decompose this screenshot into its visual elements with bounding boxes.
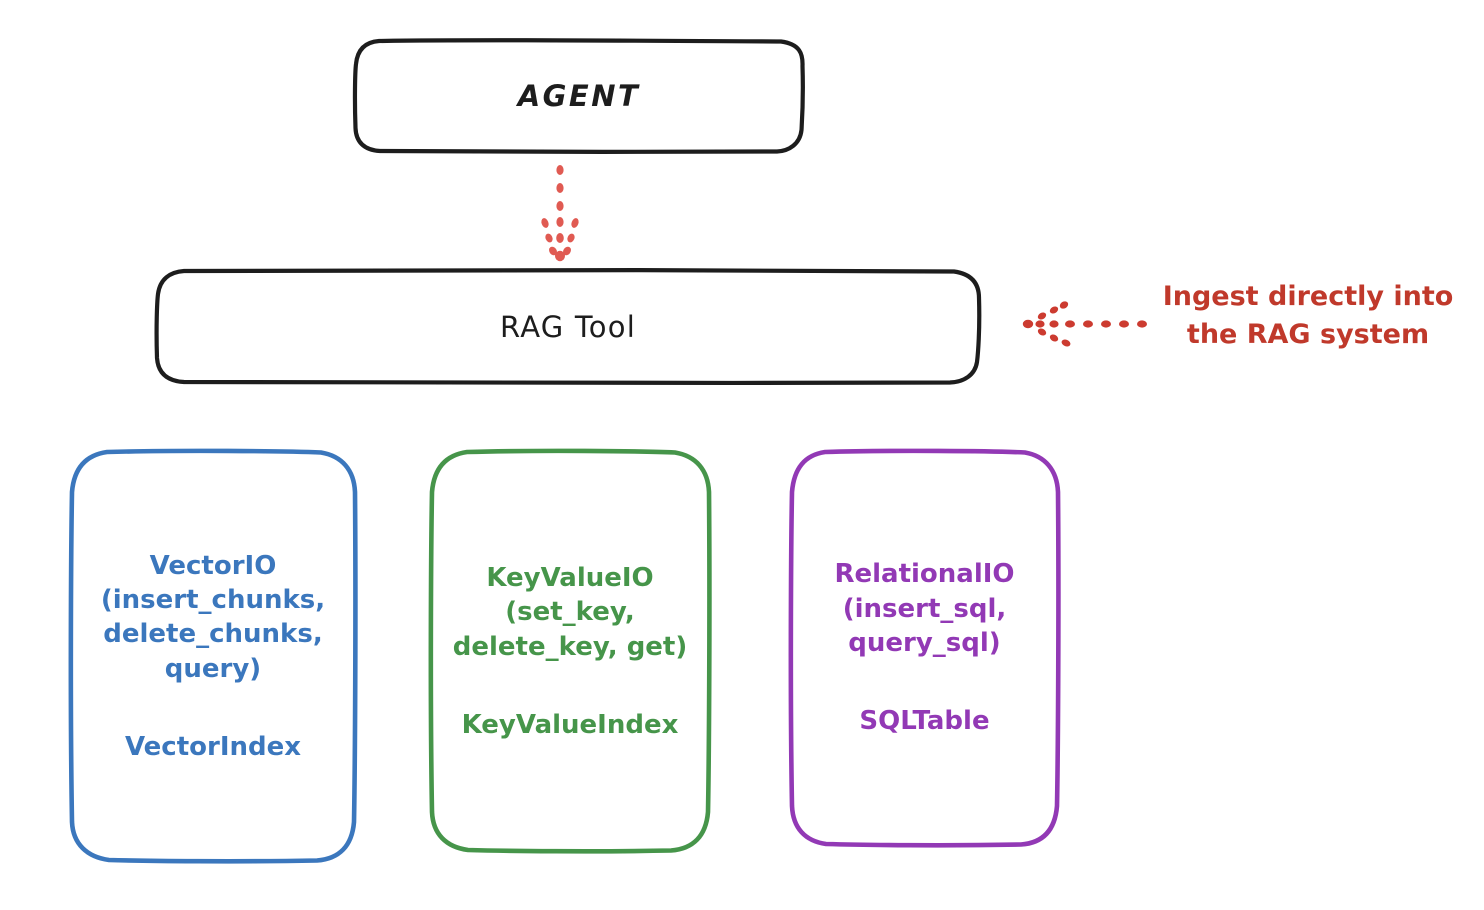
ingest-annotation-line-2: the RAG system bbox=[1186, 319, 1430, 351]
keyvalueio-node[interactable]: KeyValueIO (set_key, delete_key, get) Ke… bbox=[427, 448, 713, 855]
vectorio-index-label: VectorIndex bbox=[124, 731, 302, 762]
ingest-annotation: Ingest directly into the RAG system bbox=[1148, 278, 1468, 355]
vectorio-api-line-1: VectorIO bbox=[149, 550, 277, 581]
keyvalueio-index-label: KeyValueIndex bbox=[461, 709, 679, 740]
keyvalueio-api-line-1: KeyValueIO bbox=[486, 562, 654, 593]
relationalio-api-block: RelationalIO (insert_sql, query_sql) bbox=[834, 557, 1014, 660]
rag-tool-node-content: RAG Tool bbox=[154, 310, 982, 344]
agent-node[interactable]: AGENT bbox=[352, 38, 805, 155]
rag-tool-label: RAG Tool bbox=[500, 309, 636, 344]
relationalio-api-line-1: RelationalIO bbox=[834, 559, 1015, 590]
keyvalueio-api-line-2: (set_key, bbox=[505, 597, 635, 628]
relationalio-api-line-2: (insert_sql, bbox=[842, 593, 1007, 624]
agent-label: AGENT bbox=[517, 79, 641, 113]
relationalio-index-label: SQLTable bbox=[859, 706, 990, 737]
vectorio-node[interactable]: VectorIO (insert_chunks, delete_chunks, … bbox=[67, 448, 359, 865]
relationalio-node[interactable]: RelationalIO (insert_sql, query_sql) SQL… bbox=[787, 448, 1062, 848]
vectorio-node-content: VectorIO (insert_chunks, delete_chunks, … bbox=[67, 549, 359, 765]
relationalio-node-content: RelationalIO (insert_sql, query_sql) SQL… bbox=[787, 557, 1062, 738]
dotted-down-arrow-icon bbox=[541, 165, 579, 262]
rag-tool-node[interactable]: RAG Tool bbox=[154, 267, 982, 386]
keyvalueio-api-line-3: delete_key, get) bbox=[452, 631, 688, 662]
relationalio-api-line-3: query_sql) bbox=[848, 628, 1001, 658]
agent-node-content: AGENT bbox=[353, 79, 805, 113]
vectorio-api-line-4: query) bbox=[164, 653, 262, 684]
keyvalueio-node-content: KeyValueIO (set_key, delete_key, get) Ke… bbox=[427, 561, 713, 742]
vectorio-api-line-2: (insert_chunks, bbox=[100, 585, 326, 616]
keyvalueio-api-block: KeyValueIO (set_key, delete_key, get) bbox=[453, 561, 688, 664]
dotted-left-arrow-icon bbox=[1022, 301, 1147, 347]
ingest-annotation-line-1: Ingest directly into bbox=[1162, 281, 1454, 312]
vectorio-api-block: VectorIO (insert_chunks, delete_chunks, … bbox=[101, 549, 325, 686]
vectorio-api-line-3: delete_chunks, bbox=[103, 619, 323, 650]
